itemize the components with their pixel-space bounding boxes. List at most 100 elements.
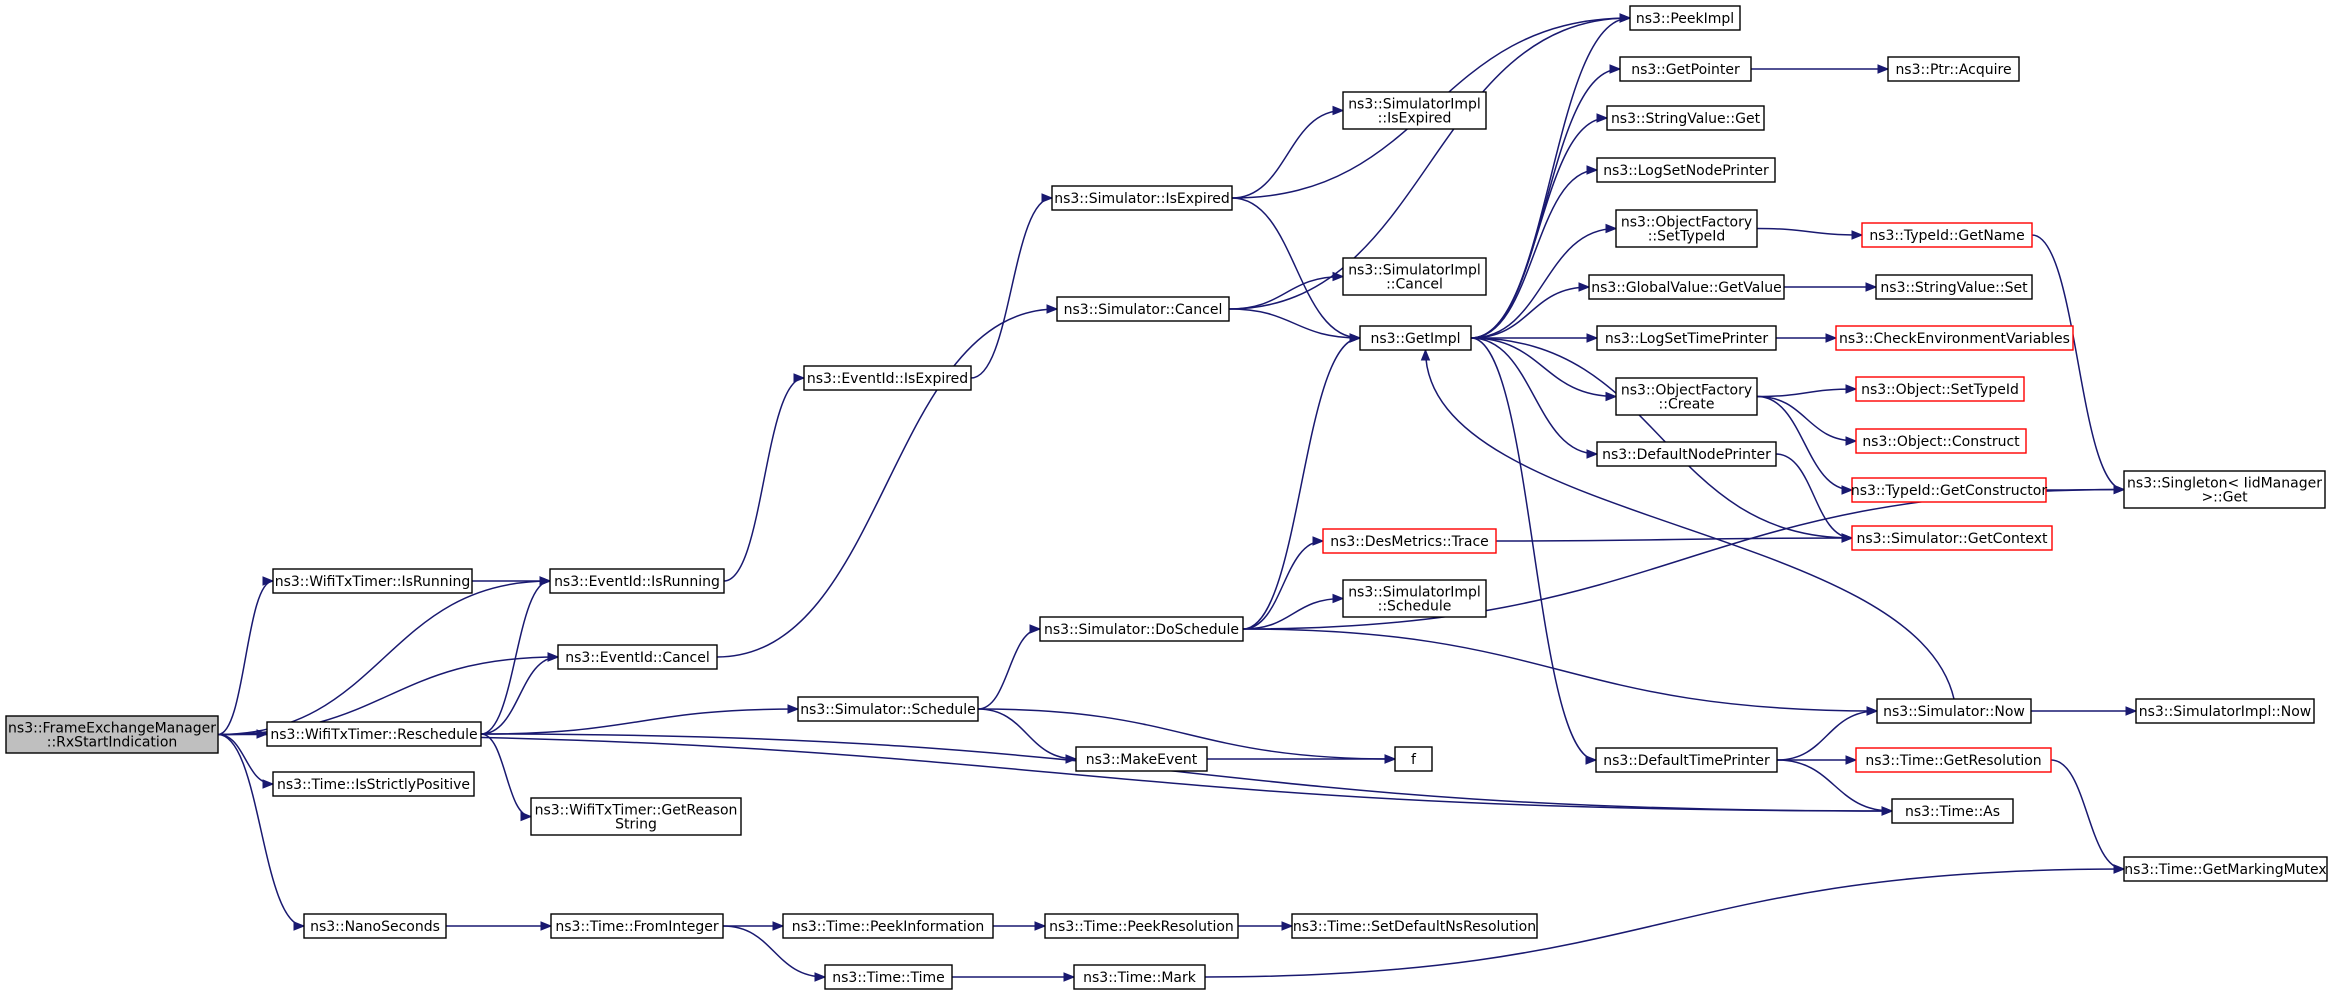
arrowhead — [1841, 533, 1854, 543]
node-ns3-logsetnodeprinter[interactable]: ns3::LogSetNodePrinter — [1596, 157, 1776, 183]
node-label: ::SetTypeId — [1648, 229, 1726, 245]
node-label: ns3::Time::FromInteger — [555, 919, 718, 935]
node-ns3-checkenvironmentvariables[interactable]: ns3::CheckEnvironmentVariables — [1835, 325, 2074, 351]
node-ns3-objectfactory-settypeid[interactable]: ns3::ObjectFactory::SetTypeId — [1615, 209, 1758, 248]
node-ns3-time-setdefaultnsresolution[interactable]: ns3::Time::SetDefaultNsResolution — [1291, 913, 1538, 939]
edge-desmetrics_trace-to-sim_getcontext — [1495, 537, 1853, 542]
node-ns3-getpointer[interactable]: ns3::GetPointer — [1619, 56, 1752, 82]
node-ns3-simulatorimpl-cancel[interactable]: ns3::SimulatorImpl::Cancel — [1342, 257, 1487, 296]
node-label: ns3::NanoSeconds — [310, 919, 440, 935]
node-box — [1835, 325, 2074, 351]
arrowhead — [2113, 864, 2126, 874]
arrowhead — [1586, 165, 1599, 175]
node-ns3-simulator-cancel[interactable]: ns3::Simulator::Cancel — [1056, 296, 1230, 322]
node-ns3-time-mark[interactable]: ns3::Time::Mark — [1073, 964, 1206, 990]
edge-sim_cancel-to-getimpl — [1228, 308, 1361, 339]
node-label: ns3::ObjectFactory — [1621, 383, 1752, 399]
node-ns3-object-settypeid[interactable]: ns3::Object::SetTypeId — [1855, 376, 2025, 402]
node-box — [530, 797, 742, 836]
node-box — [1056, 296, 1230, 322]
node-ns3-eventid-isexpired[interactable]: ns3::EventId::IsExpired — [803, 365, 972, 391]
node-ns3-desmetrics-trace[interactable]: ns3::DesMetrics::Trace — [1322, 528, 1497, 554]
node-label: ns3::Object::Construct — [1862, 434, 2020, 450]
edge-getimpl-to-logsetnodeprinter — [1470, 169, 1598, 339]
node-ns3-singleton-iidmanager-get[interactable]: ns3::Singleton< IidManager >::Get — [2123, 470, 2326, 509]
node-ns3-stringvalue-set[interactable]: ns3::StringValue::Set — [1875, 274, 2033, 300]
node-ns3-simulator-now[interactable]: ns3::Simulator::Now — [1876, 698, 2032, 724]
edge-ev_isexpired-to-sim_isexpired — [970, 197, 1053, 379]
node-label: ns3::EventId::IsRunning — [554, 574, 720, 590]
node-ns3-simulator-getcontext[interactable]: ns3::Simulator::GetContext — [1851, 525, 2053, 551]
node-label: ns3::GlobalValue::GetValue — [1591, 280, 1781, 296]
node-ns3-eventid-cancel[interactable]: ns3::EventId::Cancel — [557, 644, 718, 670]
node-ns3-wifitxtimer-reschedule[interactable]: ns3::WifiTxTimer::Reschedule — [266, 721, 482, 747]
node-label: f — [1411, 752, 1417, 768]
arrowhead — [1845, 755, 1858, 765]
arrowhead — [1881, 806, 1894, 816]
node-ns3-eventid-isrunning[interactable]: ns3::EventId::IsRunning — [549, 568, 725, 594]
node-ns3-wifitxtimer-isrunning[interactable]: ns3::WifiTxTimer::IsRunning — [272, 568, 473, 594]
arrowhead — [814, 972, 827, 982]
node-ns3-typeid-getname[interactable]: ns3::TypeId::GetName — [1861, 222, 2033, 248]
node-ns3-defaulttimeprinter[interactable]: ns3::DefaultTimePrinter — [1595, 747, 1778, 773]
node-ns3-nanoseconds[interactable]: ns3::NanoSeconds — [303, 913, 447, 939]
arrowhead — [1585, 755, 1598, 765]
edge-time_mark-to-time_getmarkingmutex — [1204, 868, 2125, 978]
node-box — [1342, 579, 1487, 618]
node-ns3-ptr-acquire[interactable]: ns3::Ptr::Acquire — [1887, 56, 2020, 82]
node-ns3-object-construct[interactable]: ns3::Object::Construct — [1855, 428, 2027, 454]
node-label: ns3::Object::SetTypeId — [1861, 382, 2019, 398]
node-ns3-simulatorimpl-isexpired[interactable]: ns3::SimulatorImpl::IsExpired — [1342, 91, 1487, 130]
node-ns3-peekimpl[interactable]: ns3::PeekImpl — [1629, 5, 1741, 31]
arrowhead — [772, 921, 785, 931]
node-ns3-frameexchangemanager-rxstartindication[interactable]: ns3::FrameExchangeManager::RxStartIndica… — [5, 715, 219, 754]
node-ns3-defaultnodeprinter[interactable]: ns3::DefaultNodePrinter — [1596, 441, 1777, 467]
node-ns3-time-as[interactable]: ns3::Time::As — [1891, 798, 2014, 824]
node-ns3-typeid-getconstructor[interactable]: ns3::TypeId::GetConstructor — [1851, 477, 2047, 503]
edge-wtt_reschedule-to-sim_schedule — [480, 708, 799, 735]
node-ns3-globalvalue-getvalue[interactable]: ns3::GlobalValue::GetValue — [1588, 274, 1785, 300]
edge-wtt_reschedule-to-ev_cancel — [480, 656, 559, 735]
node-box — [1887, 56, 2020, 82]
node-ns3-simulator-schedule[interactable]: ns3::Simulator::Schedule — [797, 696, 979, 722]
node-label: ::Cancel — [1386, 277, 1443, 293]
node-f[interactable]: f — [1394, 746, 1433, 772]
node-box — [1073, 964, 1206, 990]
node-ns3-objectfactory-create[interactable]: ns3::ObjectFactory::Create — [1615, 377, 1758, 416]
node-ns3-time-peekresolution[interactable]: ns3::Time::PeekResolution — [1044, 913, 1239, 939]
node-ns3-getimpl[interactable]: ns3::GetImpl — [1359, 325, 1472, 351]
node-label: ns3::WifiTxTimer::GetReason — [535, 803, 738, 819]
arrowhead — [1384, 754, 1397, 764]
node-ns3-makeevent[interactable]: ns3::MakeEvent — [1075, 746, 1208, 772]
edge-wtt_reschedule-to-wtt_getreason — [480, 733, 532, 818]
node-label: ns3::Ptr::Acquire — [1895, 62, 2011, 78]
node-label: ns3::Time::SetDefaultNsResolution — [1293, 919, 1536, 935]
node-box — [550, 913, 724, 939]
node-ns3-simulatorimpl-now[interactable]: ns3::SimulatorImpl::Now — [2135, 698, 2315, 724]
node-box — [1051, 185, 1233, 211]
node-ns3-time-peekinformation[interactable]: ns3::Time::PeekInformation — [782, 913, 994, 939]
node-ns3-stringvalue-get[interactable]: ns3::StringValue::Get — [1606, 105, 1765, 131]
node-ns3-simulatorimpl-schedule[interactable]: ns3::SimulatorImpl::Schedule — [1342, 579, 1487, 618]
arrowhead — [539, 576, 552, 586]
edge-defaulttimeprinter-to-sim_now — [1776, 710, 1878, 761]
edge-defaulttimeprinter-to-time_as — [1776, 759, 1893, 812]
node-ns3-logsettimeprinter[interactable]: ns3::LogSetTimePrinter — [1596, 325, 1777, 351]
edge-root-to-time_isstrictlypositive — [217, 733, 274, 785]
edge-sim_doschedule-to-desmetrics_trace — [1242, 540, 1324, 630]
node-ns3-simulator-isexpired[interactable]: ns3::Simulator::IsExpired — [1051, 185, 1233, 211]
edge-sim_schedule-to-f — [977, 708, 1396, 760]
node-ns3-time-getresolution[interactable]: ns3::Time::GetResolution — [1855, 747, 2052, 773]
node-ns3-time-time[interactable]: ns3::Time::Time — [824, 964, 953, 990]
node-ns3-time-isstrictlypositive[interactable]: ns3::Time::IsStrictlyPositive — [272, 771, 475, 797]
edge-getimpl-to-objfactory_settypeid — [1470, 227, 1617, 339]
arrowhead — [1029, 624, 1042, 634]
node-ns3-time-frominteger[interactable]: ns3::Time::FromInteger — [550, 913, 724, 939]
arrowhead — [262, 576, 275, 586]
node-ns3-time-getmarkingmutex[interactable]: ns3::Time::GetMarkingMutex — [2123, 856, 2328, 882]
edge-root-to-wtt_isrunning — [217, 580, 274, 736]
node-label: ns3::EventId::Cancel — [565, 650, 710, 666]
node-ns3-simulator-doschedule[interactable]: ns3::Simulator::DoSchedule — [1039, 616, 1244, 642]
node-box — [1394, 746, 1433, 772]
